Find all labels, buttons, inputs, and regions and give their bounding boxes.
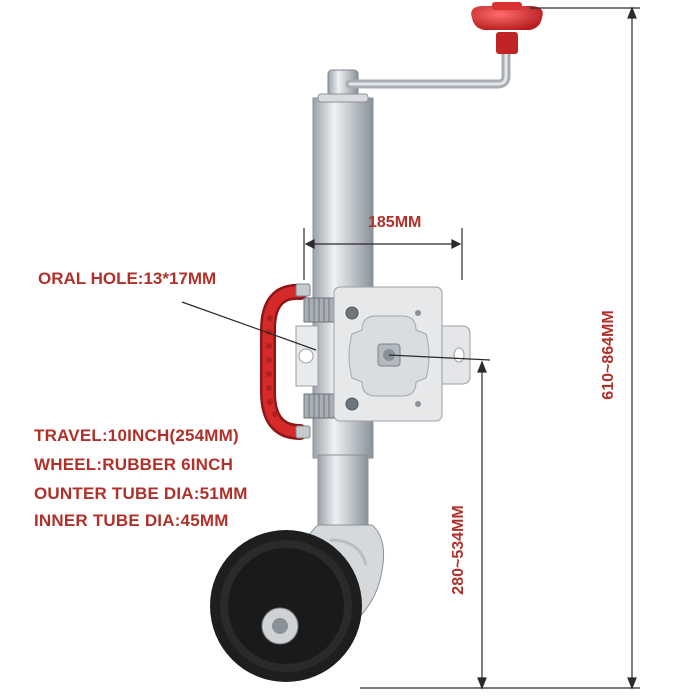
grab-handle bbox=[260, 283, 311, 440]
spec-outer-tube: OUNTER TUBE DIA:51MM bbox=[34, 484, 248, 503]
oral-hole-leader bbox=[181, 301, 317, 351]
lower-height-label: 280~534MM bbox=[450, 505, 467, 595]
mounting-plate bbox=[295, 286, 471, 422]
width-label: 185MM bbox=[368, 214, 422, 231]
inner-tube bbox=[317, 454, 369, 536]
spec-travel: TRAVEL:10INCH(254MM) bbox=[34, 426, 239, 445]
rubber-wheel bbox=[210, 530, 362, 682]
crank-handle bbox=[327, 2, 543, 97]
oral-hole-label: ORAL HOLE:13*17MM bbox=[38, 269, 217, 288]
spec-wheel: WHEEL:RUBBER 6INCH bbox=[34, 455, 234, 474]
clamp-bolts bbox=[303, 297, 335, 419]
center-line bbox=[388, 354, 491, 361]
lower-height-dimension bbox=[360, 360, 560, 690]
overall-height-label: 610~864MM bbox=[600, 310, 617, 400]
overall-height-dimension bbox=[530, 6, 640, 690]
width-dimension bbox=[303, 228, 463, 280]
spec-inner-tube: INNER TUBE DIA:45MM bbox=[34, 511, 229, 530]
